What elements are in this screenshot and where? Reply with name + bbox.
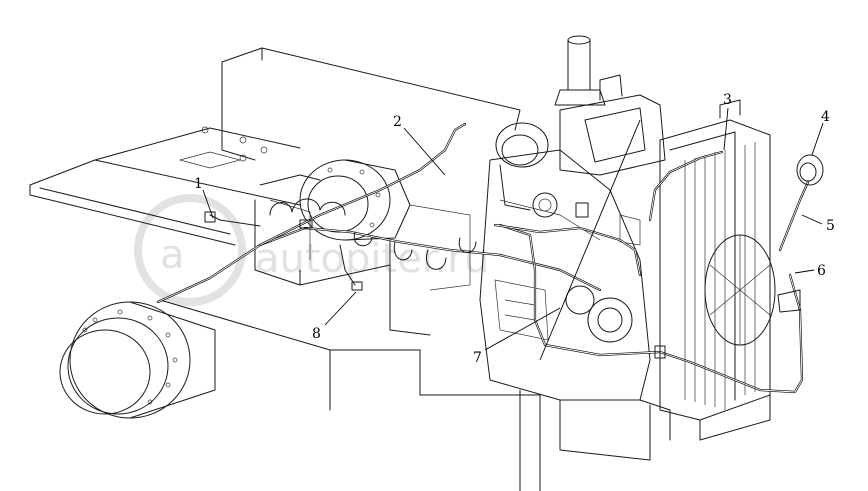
chassis-frame bbox=[29, 47, 541, 491]
final-drive-hub bbox=[59, 301, 216, 419]
callout-2: 2 bbox=[393, 114, 402, 130]
callout-leaders bbox=[202, 107, 824, 361]
callout-5: 5 bbox=[826, 218, 835, 234]
engine bbox=[479, 35, 671, 461]
callout-1: 1 bbox=[194, 176, 203, 192]
transmission bbox=[254, 159, 471, 336]
callout-labels: 1 2 3 4 5 6 7 8 bbox=[194, 92, 835, 366]
svg-text:a: a bbox=[160, 232, 185, 278]
callout-6: 6 bbox=[817, 263, 826, 279]
callout-8: 8 bbox=[312, 326, 321, 342]
callout-3: 3 bbox=[723, 92, 732, 108]
callout-7: 7 bbox=[473, 350, 482, 366]
callout-4: 4 bbox=[821, 109, 830, 125]
watermark-text: autopiter.ru bbox=[255, 236, 489, 282]
watermark: a autopiter.ru bbox=[134, 194, 489, 306]
radiator bbox=[659, 99, 776, 441]
wiring-harness bbox=[156, 122, 824, 394]
